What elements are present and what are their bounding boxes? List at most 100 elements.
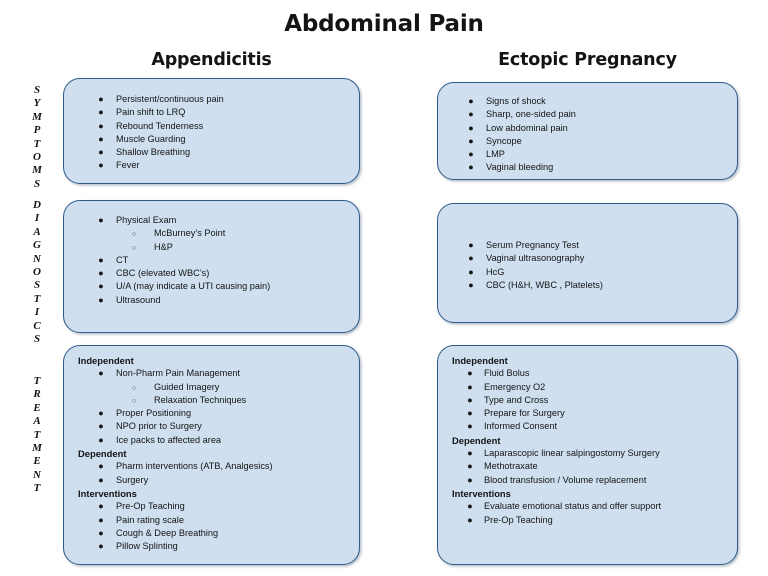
disc-bullet-icon: ● bbox=[467, 394, 473, 405]
list-item: ●Persistent/continuous pain bbox=[64, 93, 359, 106]
list-item: ● Pain shift to LRQ bbox=[64, 106, 359, 119]
list-item: ●Pre-Op Teaching bbox=[438, 514, 737, 527]
list-item-label: Fluid Bolus bbox=[484, 368, 530, 379]
list-treatment-appendicitis: Independent●Non-Pharm Pain Management ○ Gu… bbox=[64, 354, 359, 553]
row-label-letter: O bbox=[33, 266, 41, 279]
row-label-letter: E bbox=[33, 401, 41, 414]
hollow-bullet-icon: ○ bbox=[131, 382, 137, 392]
disc-bullet-icon: ● bbox=[98, 281, 104, 292]
list-group-heading: Independent bbox=[78, 355, 134, 366]
list-item: ●Muscle Guarding bbox=[64, 133, 359, 146]
disc-bullet-icon: ● bbox=[468, 96, 474, 106]
list-group-heading: Interventions bbox=[78, 487, 137, 499]
list-item-label: Guided Imagery bbox=[154, 381, 220, 392]
list-item: ●Informed Consent bbox=[438, 420, 737, 433]
row-label-letter: T bbox=[33, 375, 41, 387]
list-item: ● Fluid Bolus bbox=[438, 367, 737, 380]
row-label-letter: S bbox=[33, 333, 41, 346]
list-item-label: CBC (elevated WBC’s) bbox=[116, 268, 210, 279]
disc-bullet-icon: ● bbox=[468, 266, 474, 277]
row-label-letter: S bbox=[33, 84, 41, 96]
cell-treatment-appendicitis: Independent●Non-Pharm Pain Management ○ Gu… bbox=[63, 345, 360, 565]
list-item-label: Type and Cross bbox=[484, 394, 549, 405]
list-item-label: Serum Pregnancy Test bbox=[486, 240, 579, 250]
row-label-letter: T bbox=[33, 292, 41, 305]
row-label-letter: A bbox=[33, 225, 41, 238]
list-item-label: H&P bbox=[154, 241, 173, 252]
list-item: ●Sharp, one-sided pain bbox=[438, 108, 737, 121]
list-group-heading: Independent bbox=[452, 355, 508, 366]
disc-bullet-icon: ● bbox=[468, 240, 474, 250]
list-item-label: Ultrasound bbox=[116, 294, 161, 305]
disc-bullet-icon: ● bbox=[98, 541, 104, 552]
disc-bullet-icon: ● bbox=[467, 421, 473, 432]
disc-bullet-icon: ● bbox=[468, 135, 474, 146]
list-item-label: Surgery bbox=[116, 474, 149, 485]
row-label-letter: O bbox=[33, 151, 41, 164]
disc-bullet-icon: ● bbox=[98, 461, 104, 472]
list-item-label: Rebound Tenderness bbox=[116, 120, 204, 131]
list-item-label: CBC (H&H, WBC , Platelets) bbox=[486, 279, 603, 290]
list-item: ● Type and Cross bbox=[438, 394, 737, 407]
disc-bullet-icon: ● bbox=[467, 461, 473, 472]
list-group-heading: Interventions bbox=[452, 487, 511, 499]
list-item-label: Persistent/continuous pain bbox=[116, 94, 224, 104]
list-item-label: CT bbox=[116, 254, 129, 265]
list-item-label: Emergency O2 bbox=[484, 381, 546, 392]
row-label-letter: N bbox=[33, 252, 41, 265]
list-item-label: Pain shift to LRQ bbox=[116, 107, 186, 118]
hollow-bullet-icon: ○ bbox=[131, 229, 137, 239]
list-item: ● HcG bbox=[438, 266, 737, 279]
row-label-letter: E bbox=[33, 455, 41, 468]
list-item: ●CBC (elevated WBC’s) bbox=[64, 267, 359, 280]
list-treatment-ectopic: Independent●Fluid Bolus●Emergency O2●Typ… bbox=[438, 354, 737, 527]
disc-bullet-icon: ● bbox=[98, 368, 104, 379]
disc-bullet-icon: ● bbox=[468, 122, 474, 133]
list-item-label: Laparascopic linear salpingostomy Surger… bbox=[484, 448, 660, 459]
list-item-label: Methotraxate bbox=[484, 461, 538, 472]
cell-diagnostics-ectopic: ● Serum Pregnancy Test ● Vaginal ultrasonog… bbox=[437, 203, 738, 323]
list-item: ● CBC (H&H, WBC , Platelets) bbox=[438, 279, 737, 292]
list-item-label: Cough & Deep Breathing bbox=[116, 527, 219, 538]
disc-bullet-icon: ● bbox=[98, 527, 104, 538]
disc-bullet-icon: ● bbox=[467, 448, 473, 459]
list-diagnostics-appendicitis: ●Physical Exam○McBurney’s Point○H&P●CT●C… bbox=[64, 214, 359, 307]
disc-bullet-icon: ● bbox=[468, 149, 474, 160]
list-item: ●Syncope bbox=[438, 135, 737, 148]
row-label-letter: M bbox=[32, 164, 42, 177]
list-item-label: Pillow Splinting bbox=[116, 541, 178, 552]
row-label-letter: D bbox=[33, 199, 41, 211]
list-item: ●Shallow Breathing bbox=[64, 146, 359, 159]
list-item: ●Non-Pharm Pain Management bbox=[64, 367, 359, 380]
row-label-letter: I bbox=[34, 306, 40, 319]
disc-bullet-icon: ● bbox=[468, 253, 474, 264]
list-item: ○H&P bbox=[64, 241, 359, 254]
list-item-label: Prepare for Surgery bbox=[484, 408, 565, 419]
list-item: ● Vaginal ultrasonography bbox=[438, 252, 737, 265]
row-label-letter: T bbox=[33, 428, 41, 441]
disc-bullet-icon: ● bbox=[98, 421, 104, 432]
row-label-letter: S bbox=[33, 177, 41, 190]
list-item: ●Rebound Tenderness bbox=[64, 120, 359, 133]
row-label-letter: G bbox=[33, 239, 41, 252]
disc-bullet-icon: ● bbox=[98, 514, 104, 525]
list-symptoms-ectopic: ●Signs of shock●Sharp, one-sided pain●Lo… bbox=[438, 95, 737, 175]
disc-bullet-icon: ● bbox=[98, 160, 104, 171]
list-item-label: Proper Positioning bbox=[116, 408, 192, 419]
disc-bullet-icon: ● bbox=[468, 162, 474, 173]
list-item: ●Emergency O2 bbox=[438, 381, 737, 394]
disc-bullet-icon: ● bbox=[98, 107, 104, 118]
disc-bullet-icon: ● bbox=[468, 279, 474, 290]
row-label-letter: T bbox=[33, 137, 41, 150]
disc-bullet-icon: ● bbox=[467, 474, 473, 485]
list-item-label: Vaginal ultrasonography bbox=[486, 253, 585, 264]
list-item-label: Pre-Op Teaching bbox=[116, 501, 185, 512]
list-item: ●Pre-Op Teaching bbox=[64, 500, 359, 513]
list-item: ●Vaginal bleeding bbox=[438, 161, 737, 174]
list-item-label: HcG bbox=[486, 266, 505, 277]
list-item-label: Ice packs to affected area bbox=[116, 434, 222, 445]
disc-bullet-icon: ● bbox=[467, 368, 473, 379]
